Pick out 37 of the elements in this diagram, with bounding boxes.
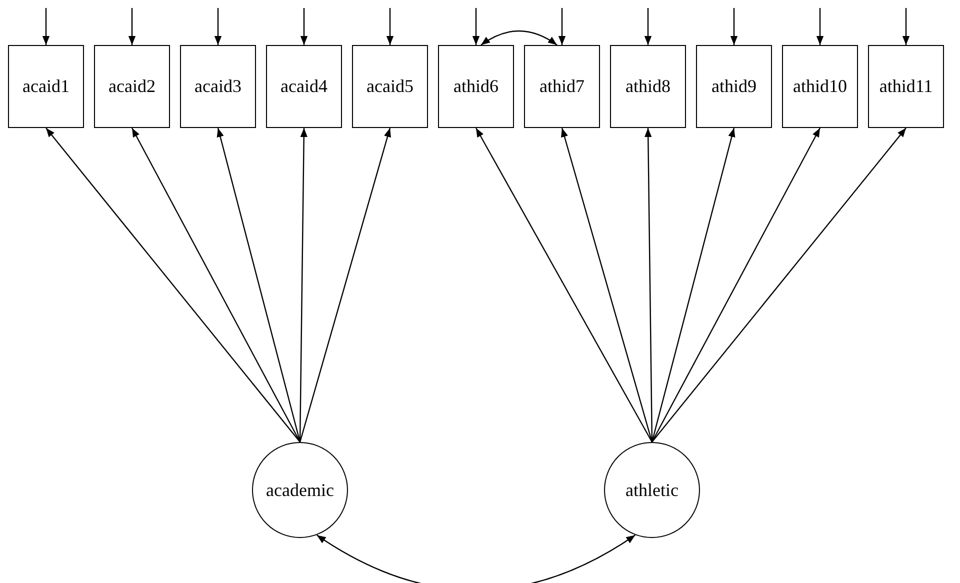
variable-box: acaid3 — [180, 45, 256, 128]
arrow — [131, 128, 301, 442]
arrow — [216, 128, 301, 442]
arrow — [652, 128, 906, 442]
variable-box: athid7 — [524, 45, 600, 128]
variable-box: acaid5 — [352, 45, 428, 128]
error-arrow — [42, 8, 50, 45]
variable-box: athid11 — [868, 45, 944, 128]
arrow — [561, 128, 653, 442]
error-arrow — [472, 8, 480, 45]
error-arrow — [730, 8, 738, 45]
error-arrow — [644, 8, 652, 45]
arrow — [46, 128, 300, 442]
variable-box: athid10 — [782, 45, 858, 128]
error-arrow — [902, 8, 910, 45]
variable-box: acaid1 — [8, 45, 84, 128]
variable-box: acaid4 — [266, 45, 342, 128]
variable-box: athid9 — [696, 45, 772, 128]
latent-circle: athletic — [604, 442, 700, 538]
covariance-arrow — [480, 30, 558, 46]
variable-box: athid8 — [610, 45, 686, 128]
error-arrow — [386, 8, 394, 45]
latent-circle: academic — [252, 442, 348, 538]
error-arrow — [816, 8, 824, 45]
error-arrow — [300, 8, 308, 45]
arrow — [299, 128, 308, 442]
covariance-arrow — [316, 534, 636, 583]
arrow — [651, 128, 736, 442]
error-arrow — [558, 8, 566, 45]
arrow — [475, 128, 653, 442]
arrow — [299, 128, 391, 442]
arrow — [651, 128, 821, 442]
variable-box: acaid2 — [94, 45, 170, 128]
arrow — [644, 128, 653, 442]
error-arrow — [128, 8, 136, 45]
variable-box: athid6 — [438, 45, 514, 128]
error-arrow — [214, 8, 222, 45]
